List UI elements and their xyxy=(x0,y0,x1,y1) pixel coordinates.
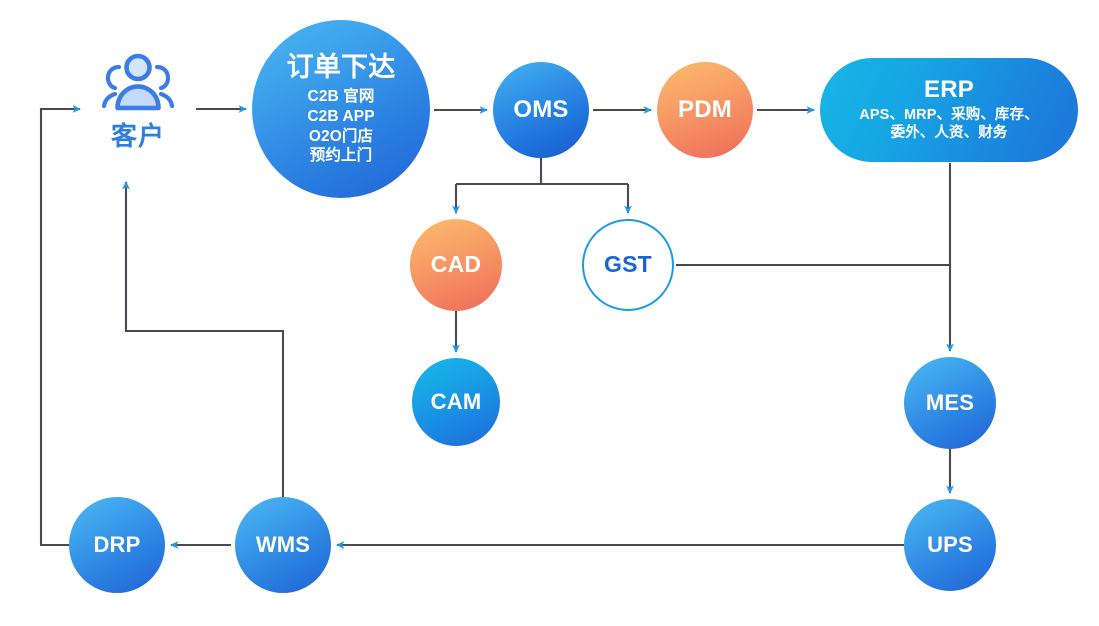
node-gst[interactable]: GST xyxy=(582,219,674,311)
node-oms-title: OMS xyxy=(513,95,569,123)
node-oms[interactable]: OMS xyxy=(493,62,589,158)
node-erp[interactable]: ERP APS、MRP、采购、库存、 委外、人资、财务 xyxy=(820,58,1078,162)
node-cad[interactable]: CAD xyxy=(410,219,502,311)
node-ups[interactable]: UPS xyxy=(904,499,996,591)
node-mes[interactable]: MES xyxy=(904,357,996,449)
node-order-line-4: 预约上门 xyxy=(309,147,373,165)
node-cam[interactable]: CAM xyxy=(412,358,500,446)
node-ups-title: UPS xyxy=(927,531,973,557)
node-drp-title: DRP xyxy=(93,531,141,557)
node-cad-title: CAD xyxy=(430,251,482,278)
node-pdm[interactable]: PDM xyxy=(657,62,753,158)
node-cam-title: CAM xyxy=(430,388,482,414)
node-gst-title: GST xyxy=(604,251,652,278)
node-erp-line-2: 委外、人资、财务 xyxy=(890,125,1008,142)
edge-wms-to-customer xyxy=(122,181,285,497)
node-customer[interactable]: 客户 xyxy=(86,52,190,164)
node-erp-line-1: APS、MRP、采购、库存、 xyxy=(859,106,1039,123)
node-drp[interactable]: DRP xyxy=(69,497,165,593)
customer-label: 客户 xyxy=(110,121,165,151)
node-mes-title: MES xyxy=(925,389,975,415)
node-wms[interactable]: WMS xyxy=(235,497,331,593)
node-order-line-3: O2O门店 xyxy=(308,127,374,145)
node-order-placement[interactable]: 订单下达 C2B 官网 C2B APP O2O门店 预约上门 xyxy=(252,20,430,198)
node-order-line-1: C2B 官网 xyxy=(307,87,375,105)
node-pdm-title: PDM xyxy=(678,95,732,123)
node-order-title: 订单下达 xyxy=(286,51,396,82)
users-group-icon xyxy=(101,53,175,111)
edge-drp-to-customer xyxy=(39,105,81,547)
node-order-line-2: C2B APP xyxy=(307,107,375,125)
node-wms-title: WMS xyxy=(255,531,311,557)
node-erp-title: ERP xyxy=(924,76,974,104)
